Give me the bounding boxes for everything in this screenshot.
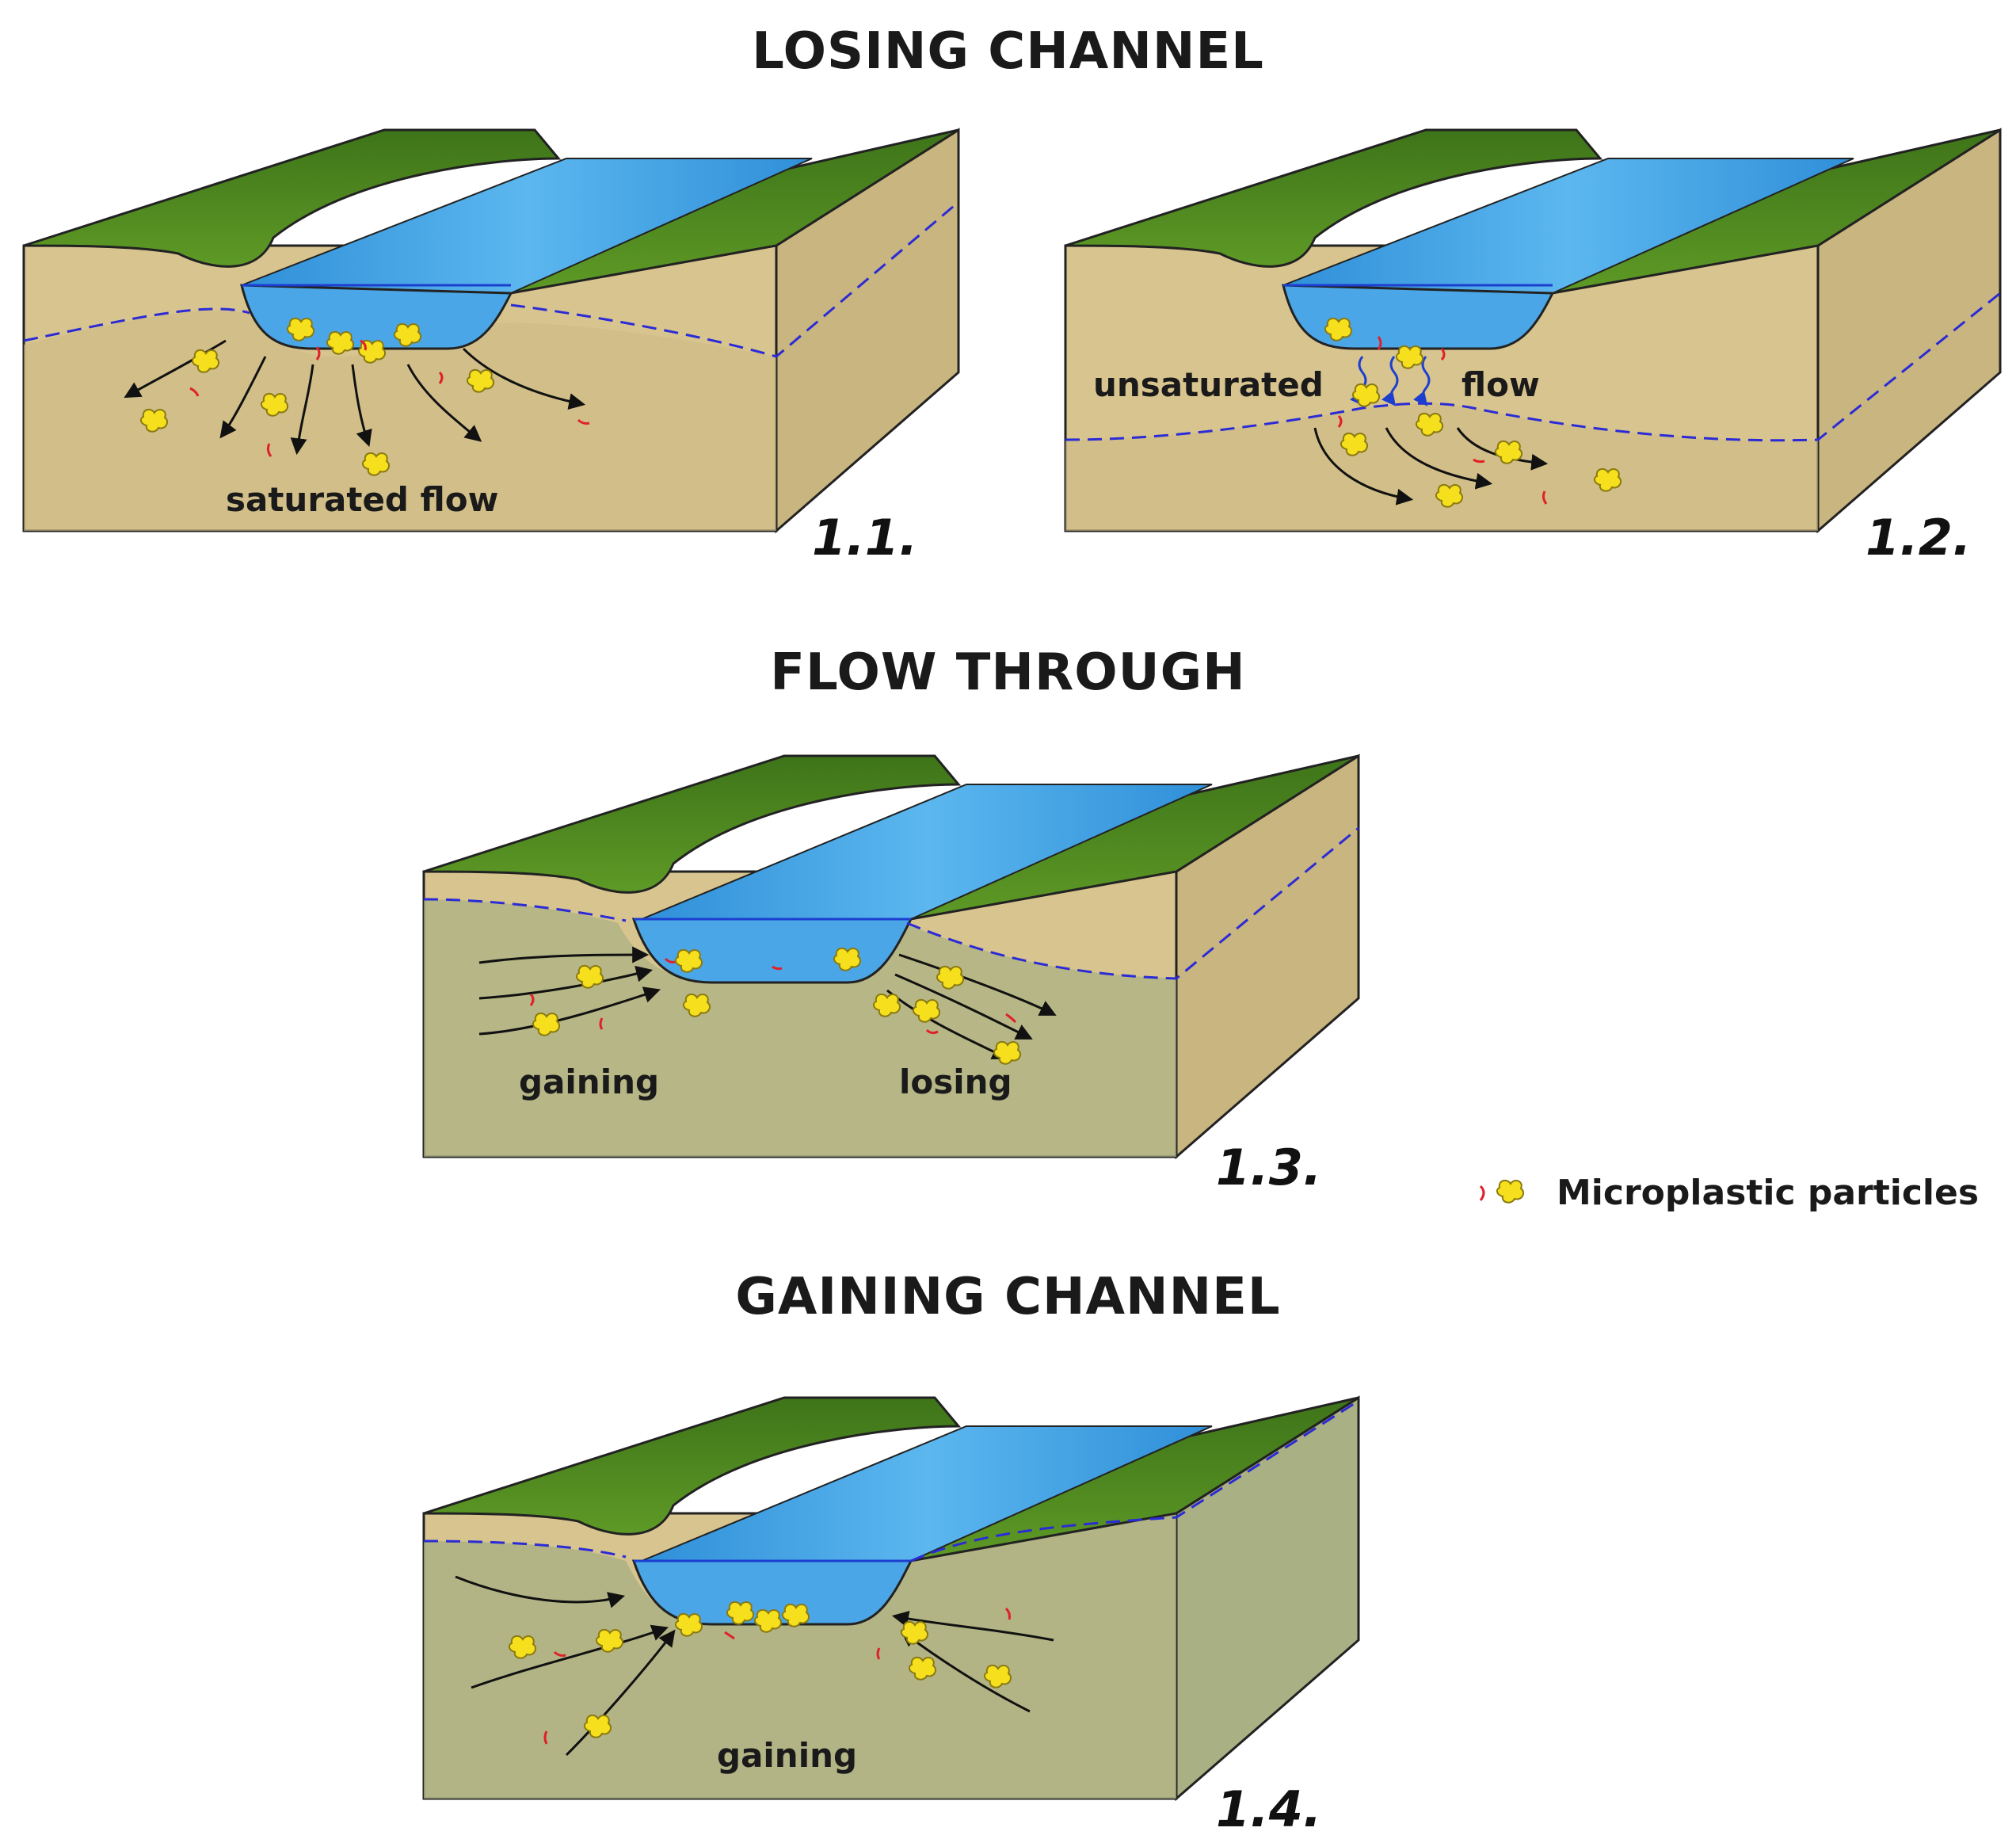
unsaturated-label: unsaturated [1093, 365, 1324, 404]
section-title-flow-through: FLOW THROUGH [770, 643, 1246, 702]
gaining-label: gaining [717, 1736, 857, 1775]
fragment-particles [1337, 336, 1548, 505]
panel-number: 1.1. [812, 509, 917, 567]
legend: Microplastic particles [1469, 1165, 1979, 1220]
panel-number: 1.2. [1865, 509, 1971, 567]
fragment-particles [189, 339, 590, 457]
flow-through-diagram: gaining losing 1.3. [422, 754, 1360, 1196]
microplastic-legend-icon [1479, 1179, 1525, 1204]
panel-1-3: gaining losing 1.3. [420, 753, 1370, 1212]
fragment-particles [543, 1607, 1011, 1745]
fragment-particles [529, 957, 1017, 1035]
panel-1-1: saturated flow 1.1. [20, 127, 1010, 570]
water-table-line [423, 826, 1359, 980]
losing-channel-unsaturated-diagram: unsaturated flow 1.2. [1064, 128, 2002, 567]
water-table-line [23, 200, 959, 358]
gaining-channel-diagram: gaining 1.4. [422, 1395, 1360, 1838]
water-table-line [423, 1399, 1359, 1562]
losing-label: losing [899, 1063, 1012, 1101]
panel-1-2: unsaturated flow 1.2. [1061, 127, 2012, 570]
saturated-flow-arrows [124, 339, 586, 456]
losing-channel-saturated-diagram: saturated flow 1.1. [22, 128, 960, 567]
saturated-flow-arrows [1313, 427, 1549, 506]
panel-number: 1.3. [1216, 1139, 1321, 1196]
section-title-losing-channel: LOSING CHANNEL [752, 22, 1264, 81]
gaining-label: gaining [519, 1063, 659, 1101]
panel-number: 1.4. [1216, 1780, 1321, 1838]
section-title-gaining-channel: GAINING CHANNEL [735, 1268, 1281, 1326]
legend-label: Microplastic particles [1557, 1172, 1980, 1213]
flow-label: flow [1462, 365, 1540, 404]
saturated-flow-label: saturated flow [226, 480, 498, 519]
gaining-flow-arrows [478, 946, 661, 1036]
panel-1-4: gaining 1.4. [420, 1395, 1370, 1838]
